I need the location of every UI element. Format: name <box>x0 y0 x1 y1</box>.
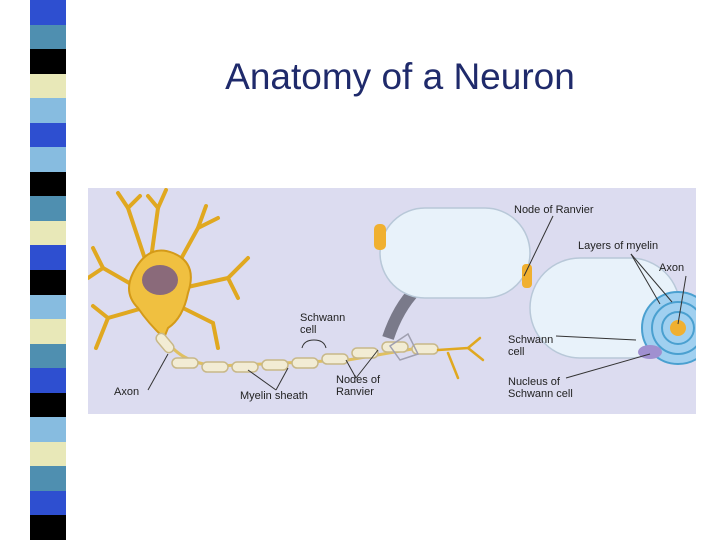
slide-title: Anatomy of a Neuron <box>225 56 575 97</box>
dendrites <box>88 188 250 350</box>
side-strip-block <box>30 171 66 197</box>
axon-line <box>162 335 419 368</box>
side-strip-block <box>30 515 66 540</box>
neuron-diagram: Node of Ranvier Layers of myelin Axon Sc… <box>88 188 696 414</box>
side-strip-block <box>30 147 66 173</box>
side-strip-block <box>30 24 66 50</box>
side-strip-block <box>30 343 66 369</box>
neuron-illustration <box>88 188 696 391</box>
label-node-of-ranvier: Node of Ranvier <box>514 204 594 216</box>
side-strip-block <box>30 122 66 148</box>
side-strip-block <box>30 441 66 467</box>
label-schwann-cell-right: Schwann cell <box>508 334 554 358</box>
decorative-side-strip <box>30 0 66 540</box>
side-strip-block <box>30 294 66 320</box>
label-layers-of-myelin: Layers of myelin <box>578 240 659 252</box>
side-strip-block <box>30 220 66 246</box>
label-myelin-sheath: Myelin sheath <box>240 390 308 402</box>
side-strip-block <box>30 319 66 345</box>
side-strip-block <box>30 392 66 418</box>
side-strip-block <box>30 368 66 394</box>
side-strip-block <box>30 417 66 443</box>
label-nodes-of-ranvier: Nodes of Ranvier <box>336 374 381 398</box>
side-strip-block <box>30 490 66 516</box>
myelin-segments <box>155 332 439 373</box>
leader-lines <box>147 215 687 391</box>
side-strip-block <box>30 196 66 222</box>
side-strip-block <box>30 270 66 296</box>
zoom-marker <box>388 332 420 361</box>
side-strip-block <box>30 73 66 99</box>
side-strip-block <box>30 49 66 75</box>
side-strip-block <box>30 98 66 124</box>
nucleus <box>142 265 178 295</box>
label-schwann-cell-top: Schwann cell <box>300 312 346 336</box>
axon-terminals <box>436 336 485 380</box>
label-axon-left: Axon <box>114 386 140 398</box>
side-strip-block <box>30 245 66 271</box>
label-axon-right: Axon <box>659 262 685 274</box>
label-nucleus-of-schwann-cell: Nucleus of Schwann cell <box>508 376 573 400</box>
sheath-cutaway <box>374 207 696 365</box>
side-strip-block <box>30 0 66 26</box>
side-strip-block <box>30 466 66 492</box>
